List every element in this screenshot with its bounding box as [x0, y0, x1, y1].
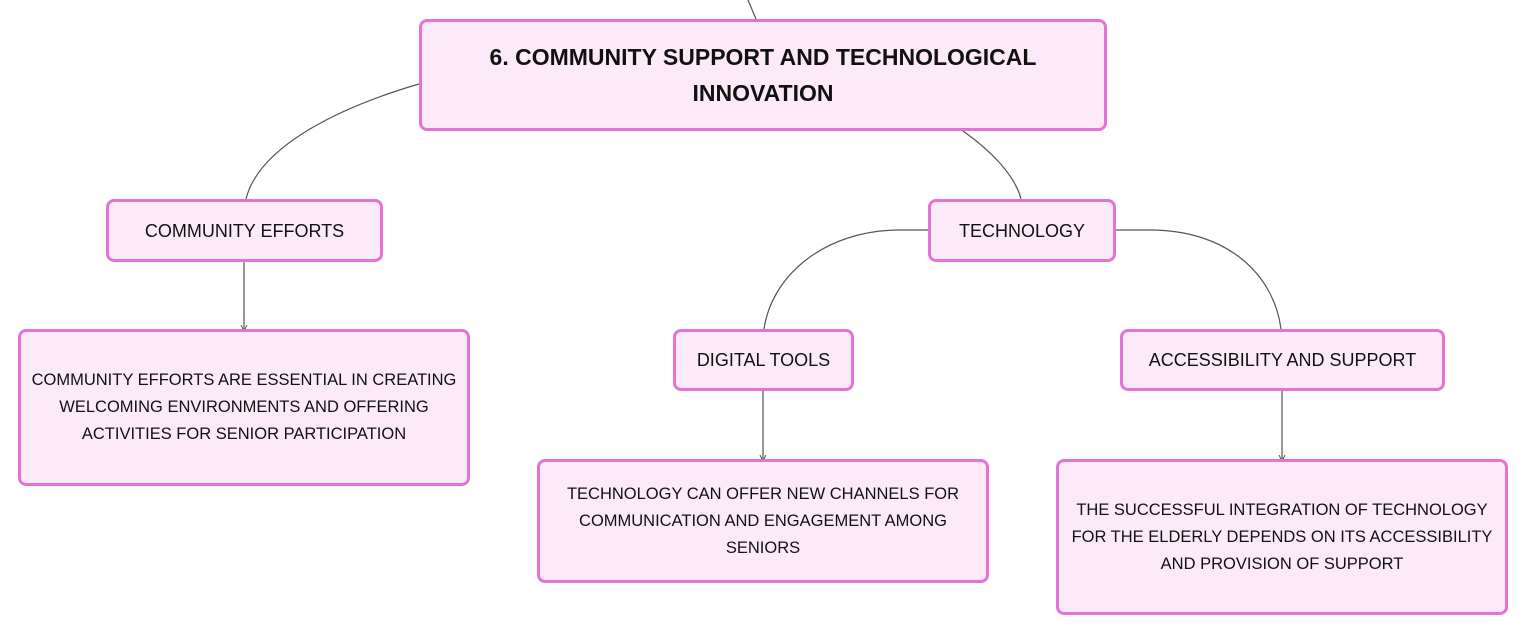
- connector-technology-to-accessibility: [1116, 229, 1282, 330]
- technology-label: TECHNOLOGY: [958, 220, 1086, 241]
- community-efforts-node[interactable]: COMMUNITY EFFORTS: [106, 199, 383, 262]
- accessibility-support-node[interactable]: ACCESSIBILITY AND SUPPORT: [1120, 329, 1445, 391]
- digital-tools-description-node[interactable]: TECHNOLOGY CAN OFFER NEW CHANNELS FOR CO…: [537, 459, 989, 583]
- digital-tools-node[interactable]: DIGITAL TOOLS: [673, 329, 854, 391]
- connector-root-to-community-efforts: [245, 83, 420, 200]
- root-topic-label: 6. COMMUNITY SUPPORT AND TECHNOLOGICAL I…: [489, 44, 1037, 106]
- connector-root-to-technology: [962, 130, 1022, 200]
- community-efforts-label: COMMUNITY EFFORTS: [144, 220, 345, 241]
- digital-tools-label: DIGITAL TOOLS: [696, 350, 831, 370]
- accessibility-support-description-node[interactable]: THE SUCCESSFUL INTEGRATION OF TECHNOLOGY…: [1056, 459, 1508, 615]
- community-efforts-description-text: COMMUNITY EFFORTS ARE ESSENTIAL IN CREAT…: [31, 371, 457, 443]
- technology-node[interactable]: TECHNOLOGY: [928, 199, 1116, 262]
- accessibility-support-label: ACCESSIBILITY AND SUPPORT: [1148, 350, 1417, 370]
- community-efforts-description-node[interactable]: COMMUNITY EFFORTS ARE ESSENTIAL IN CREAT…: [18, 329, 470, 486]
- accessibility-support-description-text: THE SUCCESSFUL INTEGRATION OF TECHNOLOGY…: [1071, 500, 1493, 573]
- digital-tools-description-text: TECHNOLOGY CAN OFFER NEW CHANNELS FOR CO…: [566, 484, 960, 557]
- connector-technology-to-digital-tools: [763, 229, 928, 330]
- connector-incoming-to-root: [747, 0, 757, 20]
- root-topic-node[interactable]: 6. COMMUNITY SUPPORT AND TECHNOLOGICAL I…: [419, 19, 1107, 131]
